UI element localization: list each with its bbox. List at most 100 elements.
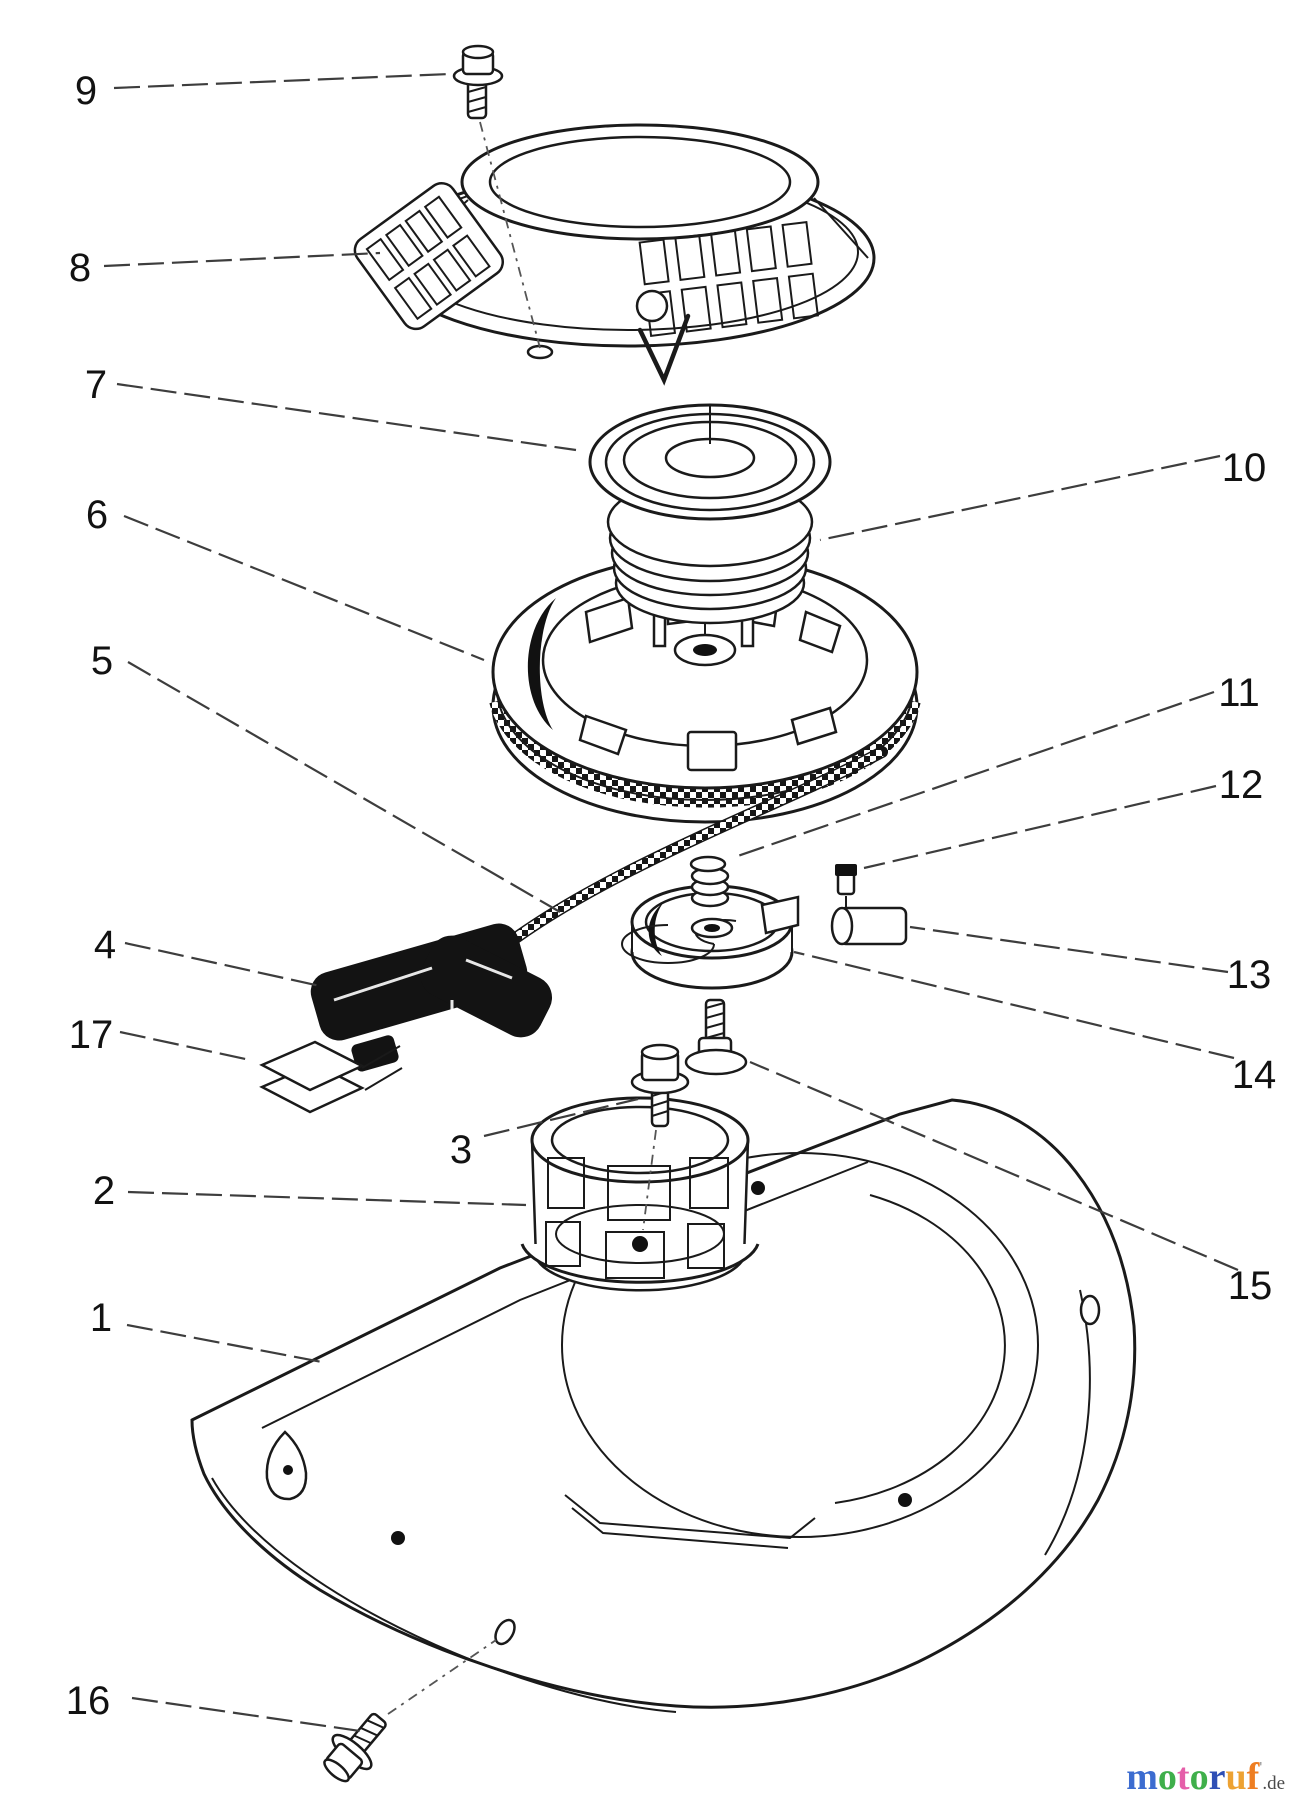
base-step-lip: [564, 1494, 816, 1540]
leader-line-14: [793, 950, 1235, 1060]
pulley6-shadow-crescent: [527, 598, 556, 730]
pulley6-rope-band: [489, 696, 921, 808]
pin-cap: [835, 864, 857, 876]
callout-numbers: 9 8 7 6 5 4 17 3 2 1 16 10 11 12 13 14 1…: [66, 69, 1277, 1723]
logo-letter[interactable]: r: [1209, 1756, 1226, 1798]
logo-letter[interactable]: o: [1190, 1756, 1209, 1798]
thread-line: [353, 1734, 372, 1745]
screw9-threads: [467, 86, 487, 113]
pulley-tab: [578, 714, 628, 756]
screw16-head-bottom: [323, 1758, 350, 1783]
base-rivet-1: [751, 1181, 765, 1195]
part-12-drive-pin: [835, 864, 872, 911]
cup-window: [605, 1231, 665, 1279]
part-17-warning-tag: [259, 1040, 403, 1114]
motoruf-watermark-link[interactable]: motoruf'.de: [1126, 1756, 1285, 1798]
base-screw-hole: [494, 1618, 516, 1646]
screw15-washer: [684, 1048, 748, 1076]
drum-hub-hole: [704, 924, 720, 932]
thread-line: [360, 1726, 378, 1737]
rope-braid: [499, 748, 885, 952]
vent-slot: [716, 281, 748, 329]
handle-highlight: [465, 958, 513, 980]
thread-line: [705, 1002, 725, 1009]
thread-line: [705, 1012, 725, 1019]
axis-screw16-to-hole: [387, 1639, 497, 1715]
drum-notch: [760, 895, 800, 935]
leader-line-15: [749, 1060, 1239, 1272]
callout-9: 9: [75, 69, 97, 113]
vent-slots-left: [365, 195, 491, 321]
pulley-tab: [584, 596, 634, 644]
cup-window: [687, 1223, 725, 1269]
leader-line-3: [483, 1097, 639, 1138]
logo-letter[interactable]: u: [1225, 1756, 1246, 1798]
logo-letter[interactable]: t: [1177, 1756, 1190, 1798]
callout-15: 15: [1228, 1264, 1273, 1308]
thread-line: [705, 1022, 725, 1029]
vent-slot: [384, 223, 424, 268]
tag-upper-fold: [259, 1040, 365, 1092]
axis-bolt3-to-cup: [642, 1129, 657, 1231]
housing-rope-guide-arrow: [637, 313, 691, 386]
vent-slot: [404, 209, 444, 254]
vent-slot: [365, 237, 405, 282]
vent-slot: [680, 285, 712, 333]
thread-line: [467, 96, 487, 103]
vent-panel-outline: [353, 182, 504, 331]
base-teardrop-rivet: [283, 1465, 293, 1475]
vent-slot: [745, 225, 777, 273]
vent-slot: [752, 276, 784, 324]
base-rivet-2: [391, 1531, 405, 1545]
thread-line: [651, 1100, 669, 1107]
part-3-hex-bolt: [630, 1043, 690, 1128]
leader-lines: [103, 72, 1239, 1733]
part-11-brake-spring: [689, 855, 730, 908]
leader-line-16: [131, 1696, 361, 1733]
callout-16: 16: [66, 1679, 111, 1723]
logo-letter[interactable]: f: [1247, 1756, 1261, 1798]
base-flange-hole: [1079, 1294, 1101, 1326]
axis-screw9-to-housing: [479, 121, 541, 349]
callout-17: 17: [69, 1013, 114, 1057]
part-4-rope-handle: [310, 923, 553, 1072]
housing-rope-guide-eyelet: [635, 289, 669, 323]
housing-left-vent-panel: [353, 182, 504, 331]
cup-window: [607, 1165, 671, 1221]
callout-11: 11: [1218, 671, 1260, 715]
leader-line-9: [113, 72, 451, 90]
leader-line-13: [909, 925, 1229, 974]
callout-8: 8: [69, 246, 91, 290]
tag-tie-line: [361, 1045, 401, 1069]
logo-letter[interactable]: m: [1126, 1756, 1158, 1798]
cup-window: [547, 1157, 585, 1209]
base-opening-inner-arc: [834, 1194, 1006, 1504]
part-15-retainer-screw: [684, 998, 748, 1076]
base-step-lip-inner: [571, 1507, 789, 1549]
callout-3: 3: [450, 1128, 472, 1172]
spring-coil: [689, 855, 727, 873]
logo-letter[interactable]: o: [1158, 1756, 1177, 1798]
part-13-roller: [830, 906, 908, 946]
leader-line-5: [127, 661, 561, 913]
vent-slot: [451, 234, 491, 278]
logo-trademark-tick: ': [1259, 1760, 1262, 1777]
handle-rope-arm: [420, 935, 553, 1038]
cup-center-rivet: [632, 1236, 648, 1252]
cup-top-inner: [550, 1105, 730, 1175]
base-opening: [561, 1152, 1039, 1538]
callout-14: 14: [1232, 1053, 1277, 1097]
part-14-recoil-clutch-drum: [621, 884, 800, 990]
logo-suffix[interactable]: .de: [1262, 1773, 1285, 1794]
pulley-tab: [790, 706, 838, 746]
callout-2: 2: [93, 1169, 115, 1213]
housing-cone-right: [813, 197, 869, 259]
pulley7-center-hole: [664, 437, 756, 479]
cup-windows: [545, 1157, 729, 1279]
part-5-starter-rope: [496, 746, 888, 954]
thread-line: [467, 86, 487, 93]
screw16-threads: [353, 1719, 385, 1745]
drum-shadow-crescent: [648, 902, 664, 956]
cup-window: [689, 1157, 729, 1209]
pulley6-hub-hole: [693, 644, 717, 656]
